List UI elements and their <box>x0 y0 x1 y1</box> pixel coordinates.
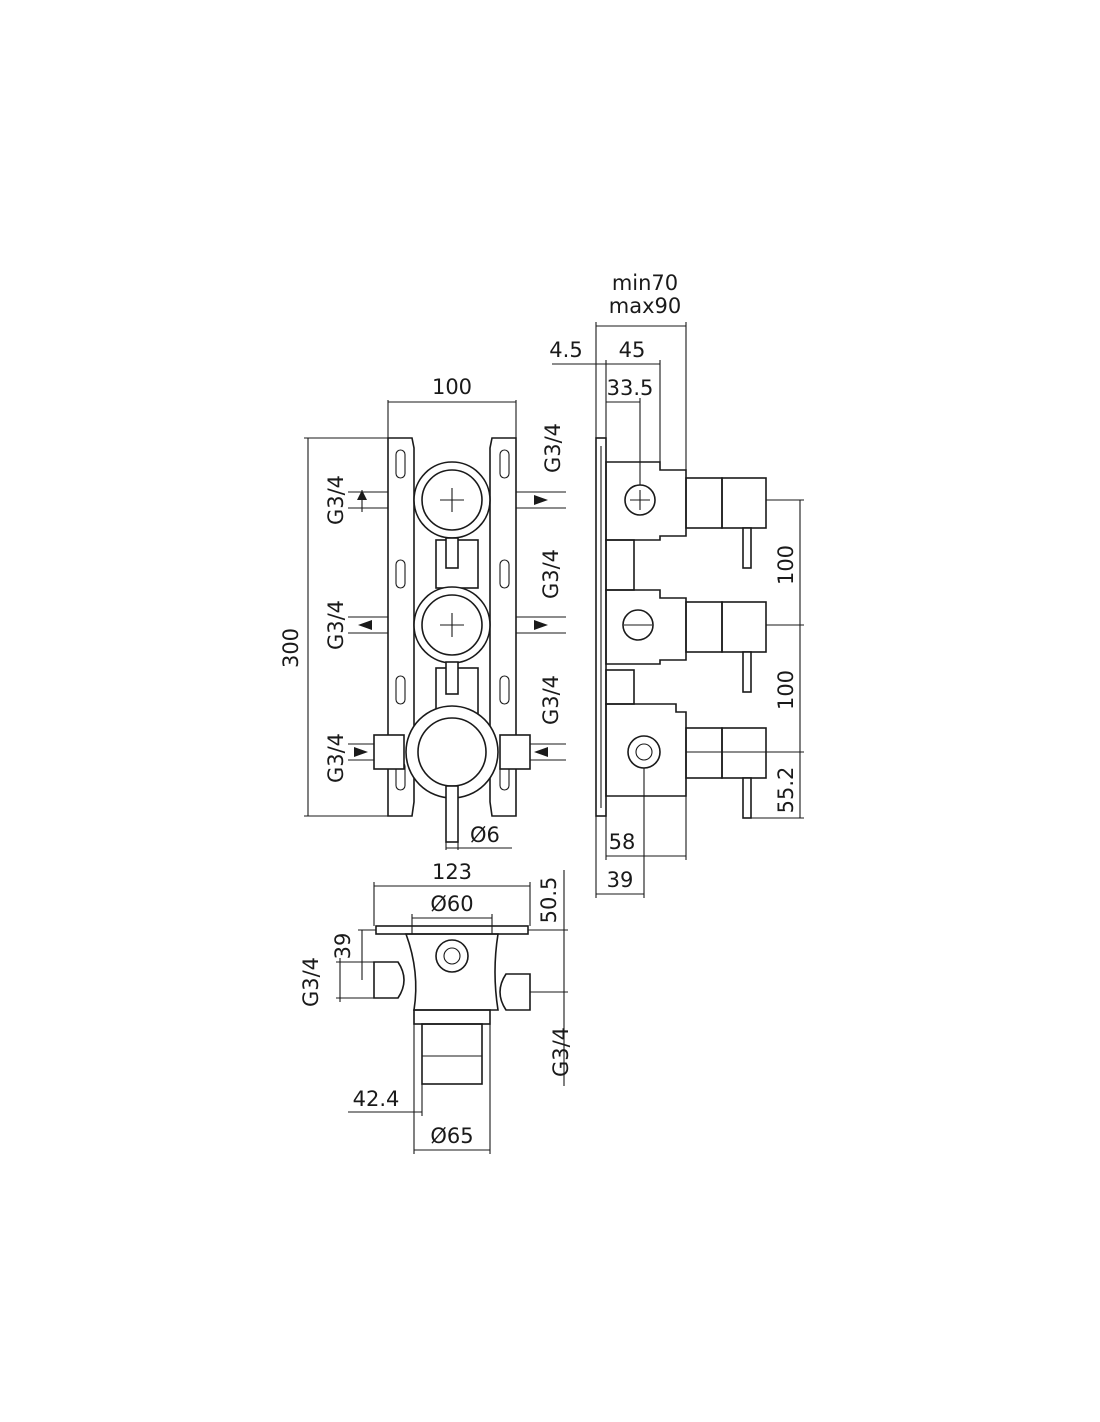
top-valve <box>413 461 491 569</box>
right-top-thread-label: G3/4 <box>541 423 565 473</box>
axis-offset-label: 33.5 <box>607 376 654 400</box>
top-right-depth-dimension: 50.5 G3/4 <box>528 870 573 1086</box>
side-mid-knob <box>622 609 654 641</box>
sleeve-label: 42.4 <box>353 1087 400 1111</box>
front-view: 100 300 G3/4 G3/4 G3/4 G3/4 G3/4 G3/4 Ø6 <box>279 375 566 850</box>
top-sleeve <box>421 1023 483 1085</box>
right-depth-label: 50.5 <box>537 877 561 924</box>
right-bottom-thread-label: G3/4 <box>539 675 563 725</box>
plate-thickness-label: 4.5 <box>549 338 582 362</box>
side-bottom-dimensions: 58 39 <box>595 768 687 898</box>
top-knob <box>435 939 469 973</box>
top-left-thread-label: G3/4 <box>299 957 323 1007</box>
top-view: 123 Ø60 50.5 G3/4 39 G3/4 <box>299 860 573 1154</box>
rail-slots <box>395 449 510 791</box>
left-bottom-thread-label: G3/4 <box>324 733 348 783</box>
stem-diameter-label: Ø6 <box>470 823 500 847</box>
middle-valve <box>413 586 491 695</box>
handle-offset-label: 55.2 <box>774 767 798 814</box>
depth-min-label: min70 <box>612 271 678 295</box>
top-flange-dimension: Ø60 <box>411 892 493 934</box>
front-width-dimension: 100 <box>387 375 517 438</box>
side-handles <box>685 477 767 819</box>
side-view: min70 max90 4.5 45 33.5 100 100 55.2 <box>549 271 804 898</box>
left-mid-thread-label: G3/4 <box>324 600 348 650</box>
top-left-connector <box>373 961 405 999</box>
side-depth-dimension: min70 max90 <box>595 271 687 470</box>
side-bottom-knob <box>627 735 661 769</box>
spacing-bottom-label: 100 <box>774 670 798 710</box>
side-body-outline <box>605 461 687 541</box>
flange-diameter-label: Ø60 <box>430 892 473 916</box>
body-depth-bottom-label: 39 <box>607 868 634 892</box>
top-sleeve-collar <box>413 1009 491 1025</box>
flow-arrows <box>348 490 566 761</box>
left-top-thread-label: G3/4 <box>324 475 348 525</box>
top-right-connector <box>499 973 531 1011</box>
side-axis-dimension: 33.5 <box>606 376 653 485</box>
side-connector-lower <box>605 669 635 705</box>
top-width-dimension: 123 <box>373 860 531 926</box>
side-spacing-dimension: 100 100 55.2 <box>686 499 804 819</box>
bottom-valve <box>373 705 531 843</box>
top-body-outline <box>404 933 499 1011</box>
handle-depth-label: 58 <box>609 830 636 854</box>
left-offset-label: 39 <box>331 933 355 960</box>
sleeve-diameter-label: Ø65 <box>430 1124 473 1148</box>
front-width-label: 100 <box>432 375 472 399</box>
right-mid-thread-label: G3/4 <box>539 549 563 599</box>
top-flange <box>375 925 529 935</box>
front-height-dimension: 300 <box>279 437 388 817</box>
body-depth-top-label: 45 <box>619 338 646 362</box>
top-right-thread-label: G3/4 <box>549 1027 573 1077</box>
depth-max-label: max90 <box>609 294 681 318</box>
top-width-label: 123 <box>432 860 472 884</box>
stem-diameter-dimension: Ø6 <box>445 823 512 850</box>
side-plate-dimension: 4.5 45 <box>549 338 661 462</box>
spacing-top-label: 100 <box>774 545 798 585</box>
side-connector-upper <box>605 539 635 591</box>
top-left-dimensions: 39 G3/4 <box>299 929 376 1007</box>
front-height-label: 300 <box>279 628 303 668</box>
top-sleeve-dimensions: 42.4 Ø65 <box>348 1010 491 1154</box>
